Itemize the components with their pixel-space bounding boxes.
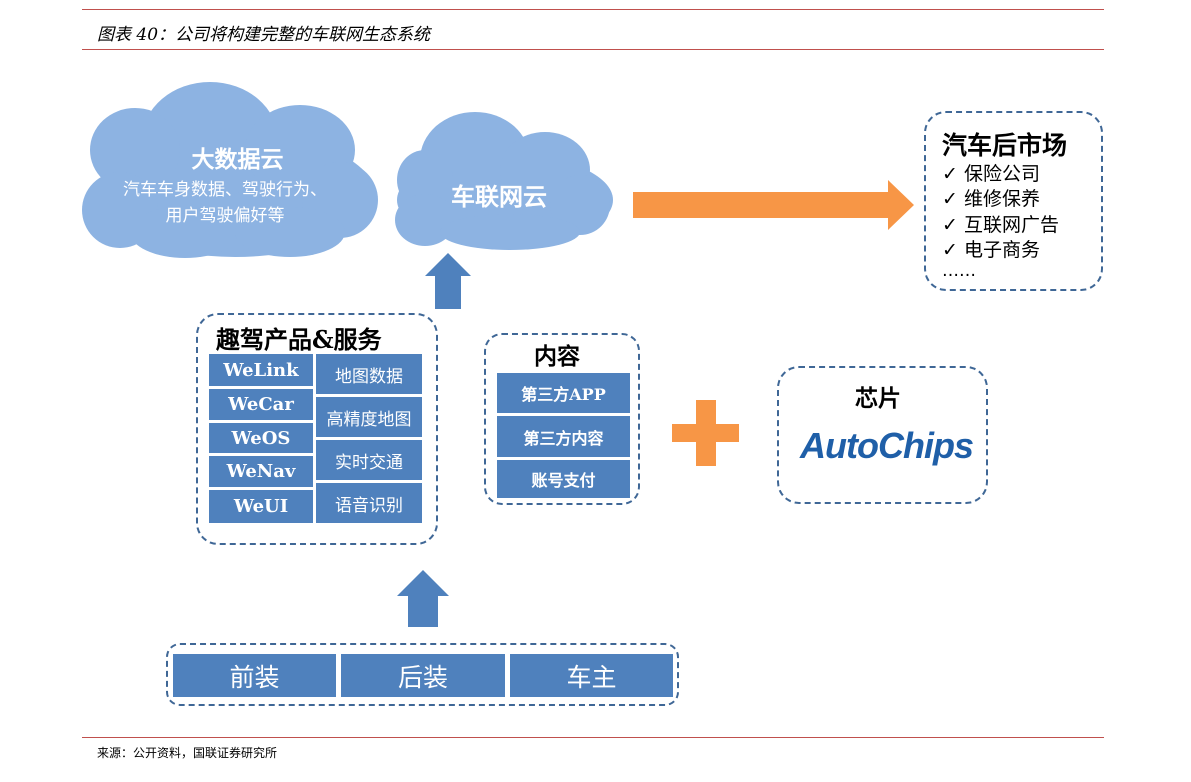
content-title: 内容 <box>534 343 580 370</box>
autochips-logo: AutoChips <box>800 425 974 466</box>
bottom-box <box>166 643 679 706</box>
aftermarket-item: ✓ 电子商务 <box>942 239 1040 261</box>
product-cell: WeLink <box>209 354 313 386</box>
content-cell: 第三方APP <box>497 373 630 413</box>
up-arrow-to-cloud <box>425 253 471 309</box>
top-rule <box>82 9 1104 10</box>
service-cell: 实时交通 <box>316 440 422 480</box>
connected-cloud-title: 车联网云 <box>451 182 547 211</box>
install-cell: 前装 <box>173 654 336 697</box>
orange-right-arrow <box>633 180 914 230</box>
aftermarket-item: ✓ 维修保养 <box>942 188 1040 210</box>
install-cell: 车主 <box>510 654 673 697</box>
aftermarket-ellipsis: …… <box>942 261 976 281</box>
big-data-cloud-desc-2: 用户驾驶偏好等 <box>165 206 285 226</box>
big-data-cloud-desc-1: 汽车车身数据、驾驶行为、 <box>123 180 327 200</box>
figure-title: 图表 40：公司将构建完整的车联网生态系统 <box>97 25 431 45</box>
aftermarket-title: 汽车后市场 <box>942 131 1068 160</box>
up-arrow-from-bottom <box>397 570 449 627</box>
product-cell: WeUI <box>209 490 313 523</box>
plus-sign <box>672 400 739 466</box>
service-cell: 高精度地图 <box>316 397 422 437</box>
aftermarket-item: ✓ 互联网广告 <box>942 214 1059 236</box>
product-cell: WeCar <box>209 389 313 420</box>
content-box <box>484 333 640 505</box>
install-cell: 后装 <box>341 654 505 697</box>
big-data-cloud-shape <box>82 82 378 258</box>
big-data-cloud-title: 大数据云 <box>191 146 284 173</box>
products-box <box>196 313 438 545</box>
check-icon: ✓ <box>942 214 958 236</box>
service-cell: 语音识别 <box>316 483 422 523</box>
content-cell: 账号支付 <box>497 460 630 498</box>
products-title: 趣驾产品&服务 <box>216 325 382 354</box>
figure-source: 来源：公开资料，国联证券研究所 <box>97 746 278 760</box>
connected-cloud-shape <box>395 112 613 250</box>
aftermarket-box <box>924 111 1103 291</box>
chip-box <box>777 366 988 504</box>
check-icon: ✓ <box>942 163 958 185</box>
aftermarket-item: ✓ 保险公司 <box>942 163 1040 185</box>
service-cell: 地图数据 <box>316 354 422 394</box>
content-cell: 第三方内容 <box>497 416 630 457</box>
product-cell: WeNav <box>209 456 313 487</box>
chip-title: 芯片 <box>855 385 901 412</box>
bottom-rule <box>82 737 1104 738</box>
product-cell: WeOS <box>209 423 313 453</box>
check-icon: ✓ <box>942 188 958 210</box>
title-rule <box>82 49 1104 50</box>
check-icon: ✓ <box>942 239 958 261</box>
